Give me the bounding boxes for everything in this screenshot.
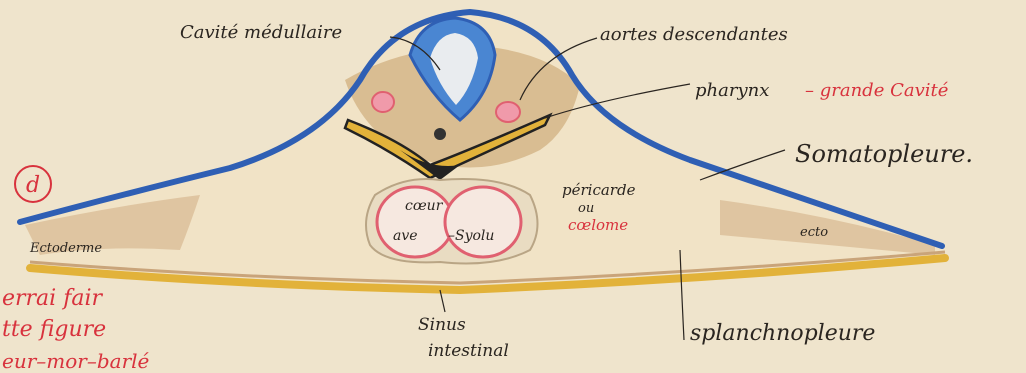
label-ecto-left: Ectoderme: [29, 241, 102, 256]
label-coelome: cœlome: [568, 216, 628, 234]
label-syolu: –Syolu: [448, 228, 494, 244]
figure-letter: d: [26, 173, 40, 198]
label-pericarde: péricarde: [562, 181, 636, 199]
label-aortes-descendantes: aortes descendantes: [600, 24, 788, 45]
label-pharynx: pharynx: [695, 80, 769, 101]
margin-note-line-2: tte figure: [2, 317, 106, 342]
label-ou: ou: [578, 201, 594, 216]
label-grande-cavite: – grande Cavité: [805, 80, 949, 101]
label-somatopleure: Somatopleure.: [795, 140, 973, 168]
left-aorta: [372, 92, 394, 112]
label-splanchnopleure: splanchnopleure: [690, 321, 875, 346]
label-sinus: Sinus: [418, 315, 466, 335]
label-intestinal: intestinal: [428, 341, 509, 361]
label-cavite-medullaire: Cavité médullaire: [180, 22, 342, 43]
margin-note-line-1: errai fair: [2, 286, 103, 311]
notochord: [434, 128, 446, 140]
label-ecto-right: ecto: [800, 225, 828, 240]
right-aorta: [496, 102, 520, 122]
label-coeur: cœur: [405, 198, 444, 214]
heart-right-chamber: [445, 187, 521, 257]
label-ave: ave: [393, 228, 418, 244]
margin-note-line-3: eur–mor–barlé: [2, 349, 150, 373]
